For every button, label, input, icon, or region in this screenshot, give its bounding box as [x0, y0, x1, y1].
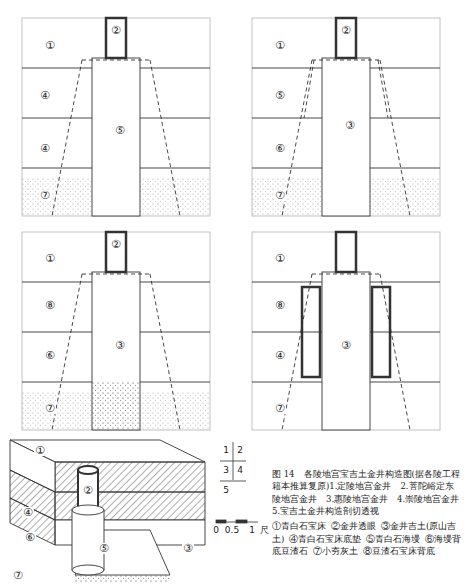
callout-number: ⑤ [98, 543, 110, 554]
callout-number: ⑦ [39, 190, 51, 201]
callout-number: ④ [39, 90, 51, 101]
callout-number: ③ [340, 340, 352, 351]
callout-number: ⑦ [44, 403, 56, 414]
callout-number: ② [340, 25, 352, 36]
callout-number: ⑤ [274, 90, 286, 101]
section-panel [22, 232, 210, 430]
callout-number: ③ [344, 120, 356, 131]
key-number: 5 [222, 486, 230, 495]
legend-item: ④青白石宝床底垫 [289, 534, 361, 544]
scale-label: 0 [212, 526, 220, 535]
key-number: 4 [236, 466, 244, 475]
callout-number: ③ [114, 340, 126, 351]
callout-number: ⑧ [274, 300, 286, 311]
callout-number: ⑥ [24, 532, 36, 543]
scale-label: 0.5 [224, 526, 240, 535]
callout-number: ② [110, 239, 122, 250]
callout-number: ② [110, 25, 122, 36]
callout-number: ⑥ [274, 143, 286, 154]
callout-number: ⑥ [44, 350, 56, 361]
scale-label: 尺 [259, 526, 270, 535]
key-number: 3 [222, 466, 230, 475]
section-panel [22, 18, 210, 216]
callout-number: ③ [182, 543, 194, 554]
callout-number: ⑦ [274, 190, 286, 201]
callout-number: ① [34, 445, 46, 456]
callout-number: ② [82, 485, 94, 496]
callout-number: ⑤ [114, 125, 126, 136]
section-panel [252, 232, 440, 430]
callout-number: ⑧ [44, 300, 56, 311]
legend-item: ⑤青白石海墁 [366, 534, 420, 544]
scale-label: 1 [248, 526, 256, 535]
section-panel [252, 18, 440, 216]
legend-item: ⑦小夯灰土 [313, 546, 358, 556]
key-number: 1 [222, 446, 230, 455]
legend-item: ②金井透眼 [331, 521, 376, 531]
callout-number: ⑦ [274, 403, 286, 414]
legend-item: ⑧豆渣石宝床背底 [363, 546, 435, 556]
callout-number: ④ [274, 350, 286, 361]
callout-number: ④ [39, 143, 51, 154]
callout-number: ④ [22, 507, 34, 518]
callout-number: ① [274, 40, 286, 51]
caption-block: 图 14 各陵地宫宝吉土金井构造图(据各陵工程籍本推算复原)1.定陵地宫金井 2… [272, 468, 462, 557]
legend-item: ①青白石宝床 [272, 521, 326, 531]
key-number: 2 [236, 446, 244, 455]
figure-caption: 图 14 各陵地宫宝吉土金井构造图(据各陵工程籍本推算复原)1.定陵地宫金井 2… [272, 468, 462, 517]
callout-number: ⑦ [12, 570, 24, 581]
callout-number: ① [274, 253, 286, 264]
callout-number: ① [44, 253, 56, 264]
callout-number: ① [44, 40, 56, 51]
